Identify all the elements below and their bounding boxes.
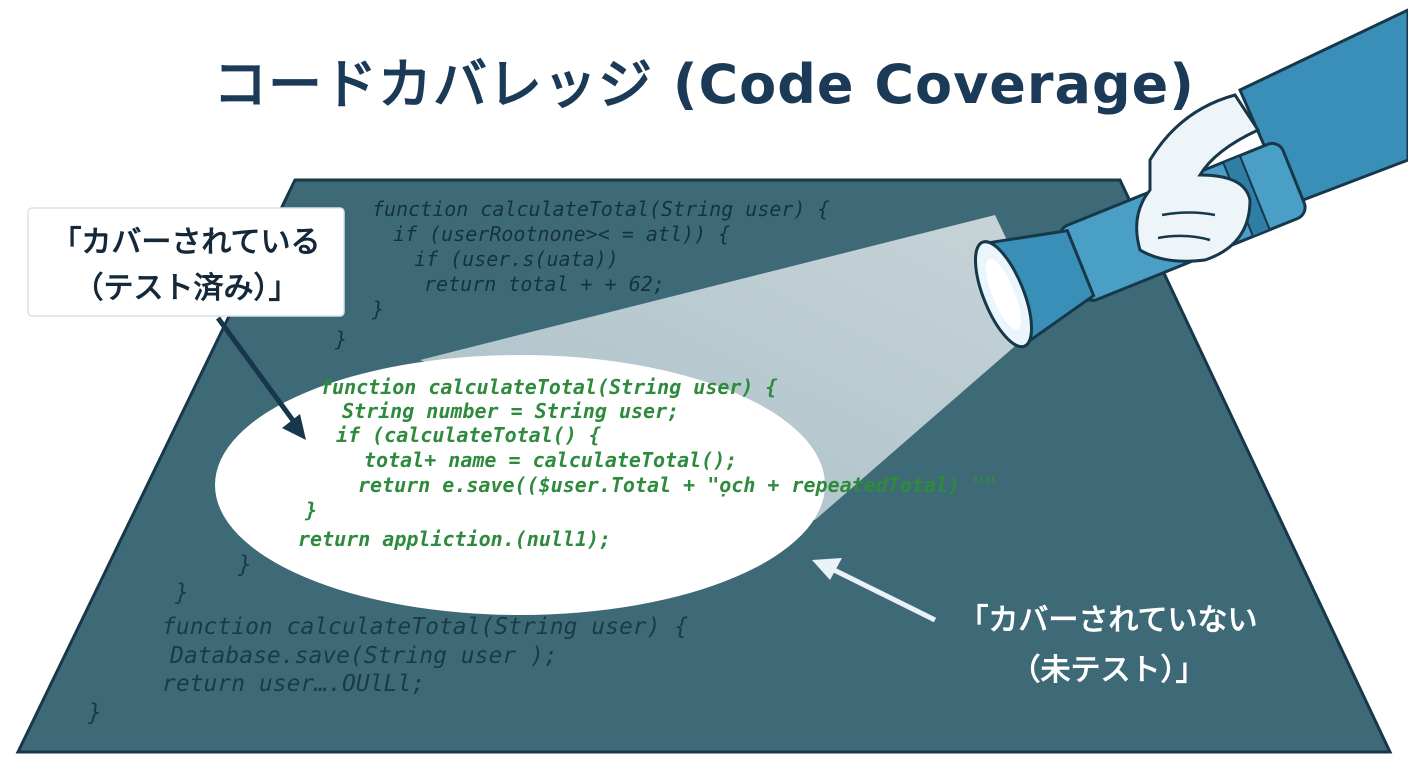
uncovered-code-bottom: function calculateTotal(String user) { D… <box>87 614 688 726</box>
covered-callout: 「カバーされている （テスト済み）」 <box>27 207 345 317</box>
code-line: if (calculateTotal() { <box>336 423 601 447</box>
code-line: return user….OUlLl; <box>162 671 425 697</box>
code-line: } <box>174 580 189 606</box>
covered-arrowhead-icon <box>282 414 306 440</box>
code-line: return appliction.(null1); <box>298 527 611 551</box>
code-line: } <box>371 297 384 321</box>
covered-code: function calculateTotal(String user) { S… <box>298 375 996 551</box>
code-line: if (user.s(uata)) <box>414 247 619 271</box>
flashlight-beam <box>420 215 1045 520</box>
code-line: } <box>334 327 347 351</box>
code-line: function calculateTotal(String user) { <box>372 197 830 221</box>
uncovered-arrow-icon <box>828 565 937 623</box>
covered-code-spotlight <box>215 355 825 615</box>
code-line: } <box>87 700 102 726</box>
code-line: function calculateTotal(String user) { <box>320 375 778 399</box>
code-line: } <box>237 552 252 578</box>
uncovered-code-top: function calculateTotal(String user) { i… <box>334 197 830 351</box>
covered-label-line1: 「カバーされている <box>51 225 320 260</box>
code-line: } <box>304 498 317 522</box>
flashlight-icon <box>974 8 1408 349</box>
covered-arrow-icon <box>215 316 303 432</box>
uncovered-label-line1: 「カバーされていない <box>958 603 1257 638</box>
code-line: total+ name = calculateTotal(); <box>364 448 737 472</box>
covered-label-line2: （テスト済み）」 <box>74 271 299 306</box>
uncovered-label-line2: （未テスト）」 <box>1011 653 1206 688</box>
code-line: return e.save(($user.Total + "ọch + repe… <box>358 473 996 497</box>
page-title: コードカバレッジ (Code Coverage) <box>213 53 1195 116</box>
code-line: Database.save(String user ); <box>169 643 558 669</box>
uncovered-callout: 「カバーされていない （未テスト）」 <box>958 603 1257 688</box>
code-line: return total + + 62; <box>424 272 665 296</box>
code-line: String number = String user; <box>342 399 679 423</box>
code-line: if (userRootnone>< = atl)) { <box>393 222 730 246</box>
code-line: function calculateTotal(String user) { <box>162 614 688 640</box>
uncovered-arrowhead-icon <box>812 558 842 580</box>
uncovered-code-closing: } } <box>174 552 252 606</box>
